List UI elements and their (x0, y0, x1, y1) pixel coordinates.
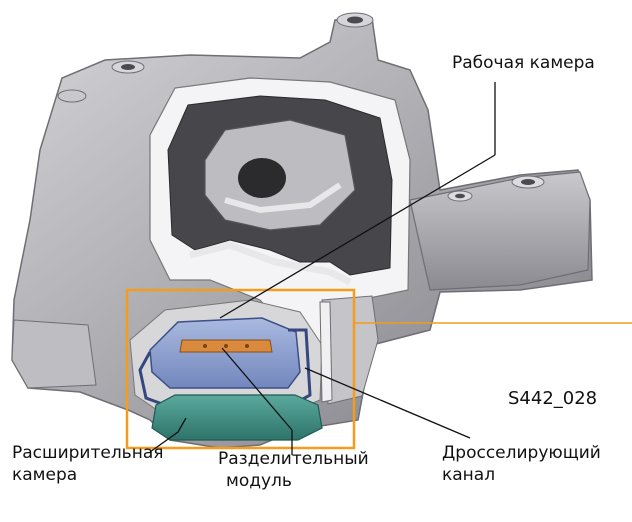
label-separation-line1: Разделительный (218, 449, 369, 469)
label-expansion-line2: камера (12, 465, 78, 485)
label-throttle-line1: Дросселирующий (442, 443, 601, 463)
label-throttle-channel: Дросселирующий канал (442, 442, 601, 486)
working-chamber (149, 317, 301, 389)
expansion-chamber (151, 394, 323, 441)
callout-lines (149, 82, 496, 455)
label-throttle-line2: канал (442, 465, 496, 485)
highlight-frame (125, 288, 356, 450)
housing-cross-section (149, 77, 411, 346)
figure-code: S442_028 (508, 388, 598, 409)
label-expansion-line1: Расширительная (12, 443, 164, 463)
label-expansion-chamber: Расширительная камера (12, 442, 163, 486)
hydraulic-section (129, 295, 379, 441)
label-separation-module: Разделительный модуль (218, 448, 369, 492)
label-separation-line2: модуль (226, 471, 292, 491)
label-working-chamber: Рабочая камера (452, 53, 595, 73)
